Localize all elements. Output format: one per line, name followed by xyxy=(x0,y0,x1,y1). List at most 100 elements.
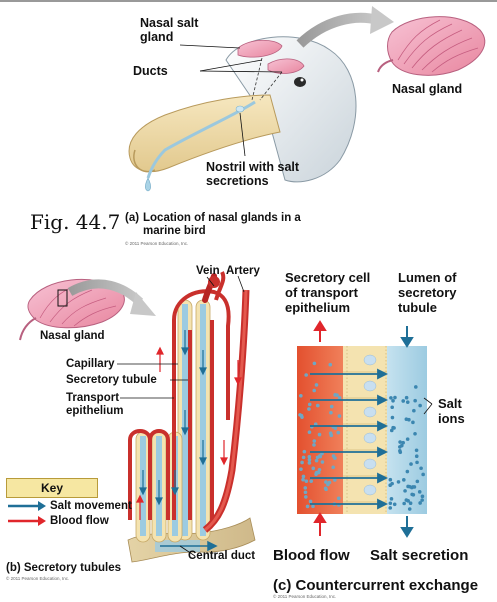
salt-ion-dot xyxy=(316,456,320,460)
salt-ion-dot xyxy=(331,465,335,469)
salt-ion-dot xyxy=(321,460,325,464)
label-salt-ions: Salt ions xyxy=(438,396,478,426)
salt-ion-dot xyxy=(421,495,425,499)
salt-ion-dot xyxy=(329,431,333,435)
salt-ion-dot xyxy=(390,497,394,501)
salt-ion-dot xyxy=(324,487,328,491)
salt-ion-dot xyxy=(313,362,317,366)
salt-ion-dot xyxy=(415,449,419,453)
label-nasal-salt-gland: Nasal salt gland xyxy=(140,16,210,44)
panel-b-caption: (b) Secretory tubules xyxy=(6,562,121,575)
label-blood-flow-c: Blood flow xyxy=(273,547,350,564)
salt-ion-dot xyxy=(308,458,312,462)
salt-ion-dot xyxy=(312,439,316,443)
salt-ion-dot xyxy=(335,393,339,397)
salt-ion-dot xyxy=(338,414,342,418)
secretory-tubules xyxy=(128,272,255,562)
copyright-c: © 2011 Pearson Education, Inc. xyxy=(273,594,336,599)
legend-key-box: Key xyxy=(6,478,98,498)
salt-ion-dot xyxy=(337,496,341,500)
figure-number: Fig. 44.7 xyxy=(30,210,120,234)
salt-ion-dot xyxy=(409,462,413,466)
salt-ion-dot xyxy=(413,399,417,403)
legend-blood-flow: Blood flow xyxy=(50,515,109,528)
salt-ion-dot xyxy=(306,505,310,509)
salt-ion-dot xyxy=(329,411,333,415)
salt-ion-dot xyxy=(413,432,417,436)
salt-ion-dot xyxy=(309,479,313,483)
salt-ion-dot xyxy=(301,478,305,482)
salt-ion-dot xyxy=(420,498,424,502)
salt-ion-dot xyxy=(302,456,306,460)
salt-ion-dot xyxy=(406,485,410,489)
legend-graphics xyxy=(8,501,46,526)
legend-title: Key xyxy=(7,479,97,497)
salt-ion-dot xyxy=(405,498,409,502)
salt-ion-dot xyxy=(414,385,418,389)
salt-ion-dot xyxy=(398,445,402,449)
salt-ion-dot xyxy=(316,404,320,408)
salt-ion-dot xyxy=(318,433,322,437)
salt-ion-dot xyxy=(304,495,308,499)
zoom-arrow-a xyxy=(300,18,378,44)
copyright-b: © 2011 Pearson Education, Inc. xyxy=(6,576,69,581)
salt-ion-dot xyxy=(388,506,392,510)
label-secretory-tubule: Secretory tubule xyxy=(66,374,157,387)
salt-ion-dot xyxy=(390,405,394,409)
zoom-arrowhead-a xyxy=(370,6,394,34)
salt-ion-dot xyxy=(402,478,406,482)
salt-ion-dot xyxy=(303,486,307,490)
label-lumen: Lumen of secretory tubule xyxy=(398,270,488,315)
salt-ion-dot xyxy=(315,459,319,463)
salt-ion-dot xyxy=(389,501,393,505)
salt-ion-dot xyxy=(397,480,401,484)
salt-ion-dot xyxy=(403,489,407,493)
label-capillary: Capillary xyxy=(66,358,115,371)
salt-ion-dot xyxy=(305,479,309,483)
salt-ion-dot xyxy=(408,507,412,511)
salt-ion-dot xyxy=(388,483,392,487)
salt-ion-dot xyxy=(419,466,423,470)
salt-ion-dot xyxy=(412,409,416,413)
salt-ion-dot xyxy=(308,403,312,407)
salt-ion-dot xyxy=(312,443,316,447)
salt-ion-dot xyxy=(411,421,415,425)
salt-ion-dot xyxy=(312,389,316,393)
salt-ion-dot xyxy=(308,430,312,434)
salt-ion-dot xyxy=(330,405,334,409)
salt-ion-dot xyxy=(311,467,315,471)
salt-ion-dot xyxy=(406,470,410,474)
salt-ion-dot xyxy=(421,473,425,477)
salt-ion-dot xyxy=(393,396,397,400)
label-nostril: Nostril with salt secretions xyxy=(206,160,306,188)
panel-a-caption: Location of nasal glands in a marine bir… xyxy=(143,212,303,238)
salt-ion-dot xyxy=(415,461,419,465)
salt-ion-dot xyxy=(413,485,417,489)
salt-ion-dot xyxy=(391,416,395,420)
label-secretory-cell: Secretory cell of transport epithelium xyxy=(285,270,385,315)
salt-ion-dot xyxy=(336,431,340,435)
label-vein: Vein xyxy=(196,265,220,278)
salt-ion-dot xyxy=(300,461,304,465)
salt-ion-dot xyxy=(393,502,397,506)
salt-ion-dot xyxy=(309,500,313,504)
salt-ion-dot xyxy=(406,400,410,404)
salt-ion-dot xyxy=(299,394,303,398)
salt-ion-dot xyxy=(416,480,420,484)
salt-ion-dot xyxy=(389,396,393,400)
salt-ion-dot xyxy=(401,399,405,403)
label-artery: Artery xyxy=(226,265,260,278)
salt-ion-dot xyxy=(410,493,414,497)
salt-ion-dot xyxy=(304,373,308,377)
legend-salt-movement: Salt movement xyxy=(50,500,132,513)
panel-c-caption: (c) Countercurrent exchange xyxy=(273,577,478,594)
panel-a-letter: (a) xyxy=(125,212,139,225)
salt-ion-dot xyxy=(326,483,330,487)
salt-ion-dot xyxy=(389,478,393,482)
salt-ion-dot xyxy=(418,490,422,494)
label-central-duct: Central duct xyxy=(188,550,255,563)
copyright-a: © 2011 Pearson Education, Inc. xyxy=(125,241,188,246)
label-transport-epithelium: Transport epithelium xyxy=(66,392,126,418)
salt-ion-dot xyxy=(418,404,422,408)
